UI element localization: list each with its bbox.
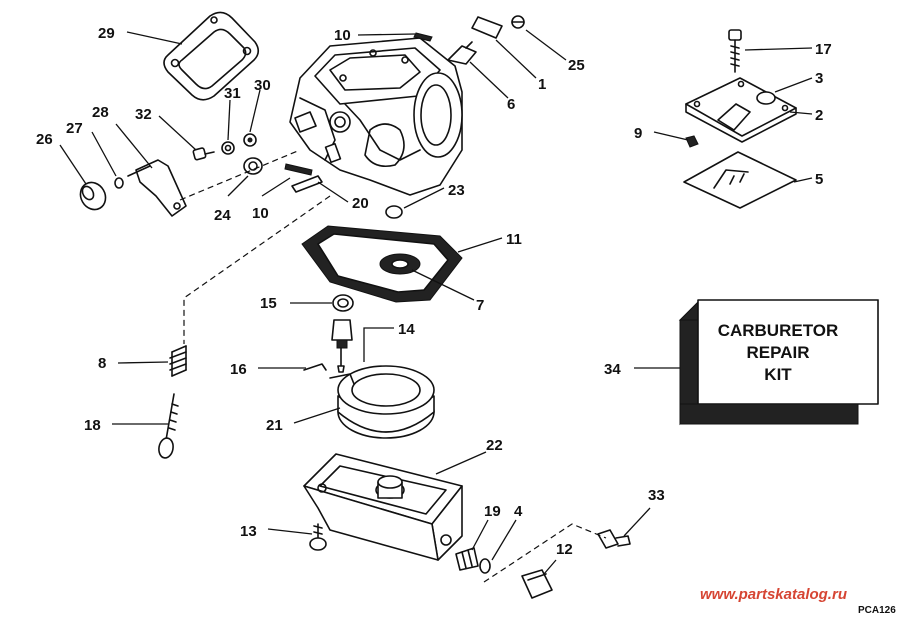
- part-17-screw: [728, 29, 742, 73]
- callout-28: 28: [92, 104, 109, 121]
- part-18-screw: [158, 393, 179, 459]
- callout-18: 18: [84, 417, 101, 434]
- callout-15: 15: [260, 295, 277, 312]
- callout-33: 33: [648, 487, 665, 504]
- callout-32: 32: [135, 106, 152, 123]
- callout-6: 6: [507, 96, 515, 113]
- callout-20: 20: [352, 195, 369, 212]
- part-20-screw: [291, 175, 323, 193]
- part-26-bushing: [79, 181, 107, 211]
- part-12-plug: [521, 569, 553, 599]
- callout-12: 12: [556, 541, 573, 558]
- part-2-cover: [685, 77, 797, 143]
- part-22-float-bowl: [303, 453, 463, 561]
- part-29-gasket: [163, 11, 260, 101]
- assembly-line-lever: [179, 149, 301, 201]
- callout-26: 26: [36, 131, 53, 148]
- part-9-screw: [685, 135, 699, 148]
- part-32-screw: [192, 147, 215, 161]
- callout-17: 17: [815, 41, 832, 58]
- part-33-fitting: [597, 529, 631, 549]
- part-27-ring: [114, 177, 124, 189]
- part-25-screw: [511, 15, 525, 29]
- part-30-washer: [243, 133, 257, 147]
- callout-21: 21: [266, 417, 283, 434]
- part-21-float: [329, 365, 435, 439]
- part-28-lever: [127, 159, 187, 217]
- assembly-line-drain: [483, 523, 607, 583]
- part-19-screw: [455, 547, 479, 571]
- callout-8: 8: [98, 355, 106, 372]
- callout-23: 23: [448, 182, 465, 199]
- callout-2: 2: [815, 107, 823, 124]
- part-8-spring: [169, 345, 187, 377]
- part-13-screw: [309, 523, 327, 551]
- callout-7: 7: [476, 297, 484, 314]
- kit-label-line2: REPAIR: [747, 343, 810, 362]
- part-24-nut: [243, 157, 263, 175]
- part-34-repair-kit-box: [678, 299, 880, 426]
- kit-label-line1: CARBURETOR: [718, 321, 839, 340]
- part-23-plug: [385, 205, 403, 219]
- kit-label-line3: KIT: [764, 365, 792, 384]
- callout-27: 27: [66, 120, 83, 137]
- callout-3: 3: [815, 70, 823, 87]
- callout-10-top: 10: [334, 27, 351, 44]
- callout-22: 22: [486, 437, 503, 454]
- callout-1: 1: [538, 76, 546, 93]
- callout-30: 30: [254, 77, 271, 94]
- callout-14: 14: [398, 321, 415, 338]
- part-31-washer: [221, 141, 235, 155]
- part-10-pin-top: [413, 32, 433, 42]
- callout-19: 19: [484, 503, 501, 520]
- callout-9: 9: [634, 125, 642, 142]
- callout-24: 24: [214, 207, 231, 224]
- reference-code: PCA126: [858, 605, 896, 616]
- callout-34: 34: [604, 361, 621, 378]
- callout-25: 25: [568, 57, 585, 74]
- callout-13: 13: [240, 523, 257, 540]
- part-10-pin-lower: [284, 163, 313, 176]
- watermark-text: www.partskatalog.ru: [700, 586, 847, 603]
- part-5-gasket: [683, 151, 797, 209]
- callout-29: 29: [98, 25, 115, 42]
- part-14-needle-valve: [331, 319, 353, 373]
- callout-11: 11: [506, 231, 522, 248]
- part-11-gasket: [301, 225, 463, 303]
- callout-5: 5: [815, 171, 823, 188]
- callout-4: 4: [514, 503, 523, 520]
- carburetor-body: [289, 37, 463, 196]
- part-1-plate: [471, 16, 503, 39]
- part-4-washer: [479, 558, 491, 574]
- part-16-pin: [303, 363, 327, 371]
- callout-16: 16: [230, 361, 247, 378]
- leader-lines: [59, 29, 813, 575]
- callout-31: 31: [224, 85, 241, 102]
- callout-10-lower: 10: [252, 205, 269, 222]
- part-15-washer: [332, 294, 354, 312]
- part-6-needle: [447, 41, 477, 65]
